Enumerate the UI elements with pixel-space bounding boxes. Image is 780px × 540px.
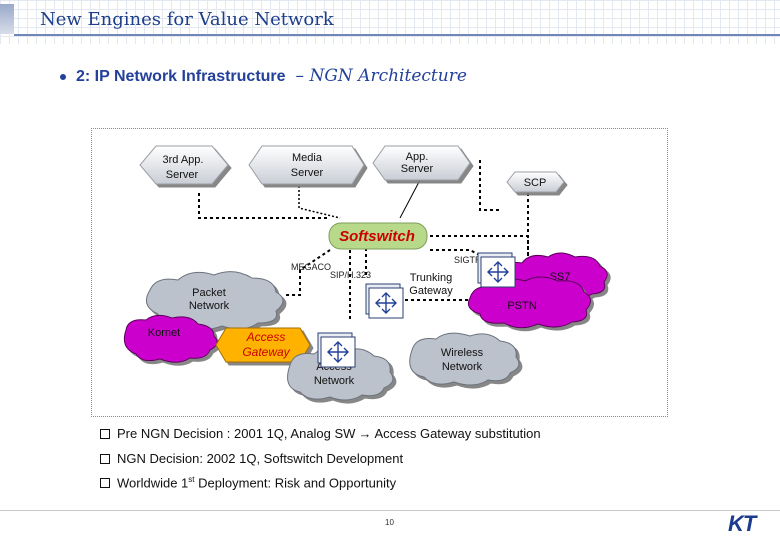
trunking-gateway-line2: Gateway: [409, 285, 453, 297]
access-network-line2: Network: [314, 375, 355, 387]
note-worldwide: Worldwide 1st Deployment: Risk and Oppor…: [100, 475, 396, 490]
third-app-server: [139, 145, 229, 185]
media-server-line1: Media: [292, 152, 323, 164]
checkbox-bullet-icon: [100, 477, 110, 488]
diagram-frame: [91, 128, 668, 417]
third-app-server-line1: 3rd App.: [163, 154, 204, 166]
section-heading: 2: IP Network Infrastructure – NGN Archit…: [60, 66, 467, 86]
link-app-softswitch: [399, 179, 421, 219]
checkbox-bullet-icon: [100, 428, 110, 439]
access-gateway-line1: Access: [246, 330, 286, 344]
access-router-icon: [317, 332, 356, 368]
softswitch-box: [328, 222, 428, 250]
packet-network-line1: Packet: [192, 287, 226, 299]
link-sigtran: [430, 249, 486, 259]
wireless-network-line2: Network: [442, 361, 483, 373]
header-divider: [14, 34, 780, 36]
scp: [506, 171, 565, 193]
link-megaco: [286, 249, 331, 296]
wireless-network-cloud: [409, 332, 520, 386]
bullet-icon: [60, 73, 66, 80]
wireless-network-line1: Wireless: [441, 347, 484, 359]
sip-label: SIP/H.323: [330, 270, 371, 280]
app-server-line2: Server: [401, 163, 434, 175]
link-media-softswitch: [298, 186, 341, 219]
section-heading-extra: – NGN Architecture: [295, 66, 467, 86]
header-accent: [0, 4, 14, 34]
footer-divider: [0, 510, 780, 511]
checkbox-bullet-icon: [100, 453, 110, 464]
note-ngn-decision: NGN Decision: 2002 1Q, Softswitch Develo…: [100, 451, 403, 466]
third-app-server-line2: Server: [166, 169, 199, 181]
note-pre-ngn: Pre NGN Decision : 2001 1Q, Analog SW→Ac…: [100, 426, 541, 441]
kornet-label: Kornet: [148, 327, 180, 339]
link-app-scp: [479, 160, 500, 211]
app-server: [372, 145, 471, 181]
page-number: 10: [385, 518, 394, 527]
connector-lines: [198, 160, 529, 320]
link-3rd-app-softswitch: [198, 193, 330, 219]
page-title: New Engines for Value Network: [40, 9, 334, 30]
sigtran-label: SIGTRAN: [454, 255, 494, 265]
trunking-gateway-line1: Trunking: [410, 272, 452, 284]
megaco-label: MEGACO: [291, 262, 331, 272]
ss7-router-icon: [477, 252, 516, 288]
kt-logo: KT: [728, 511, 756, 536]
scp-label: SCP: [524, 177, 547, 189]
section-heading-main: 2: IP Network Infrastructure: [76, 68, 286, 85]
media-server-line2: Server: [291, 167, 324, 179]
app-server-line1: App.: [406, 151, 429, 163]
pstn-label: PSTN: [507, 300, 536, 312]
softswitch-label: Softswitch: [339, 228, 415, 245]
packet-network-line2: Network: [189, 300, 230, 312]
access-gateway-line2: Gateway: [242, 345, 290, 359]
trunking-gateway-router-icon: [365, 283, 404, 319]
media-server: [248, 145, 365, 185]
header-band: New Engines for Value Network: [0, 0, 780, 44]
